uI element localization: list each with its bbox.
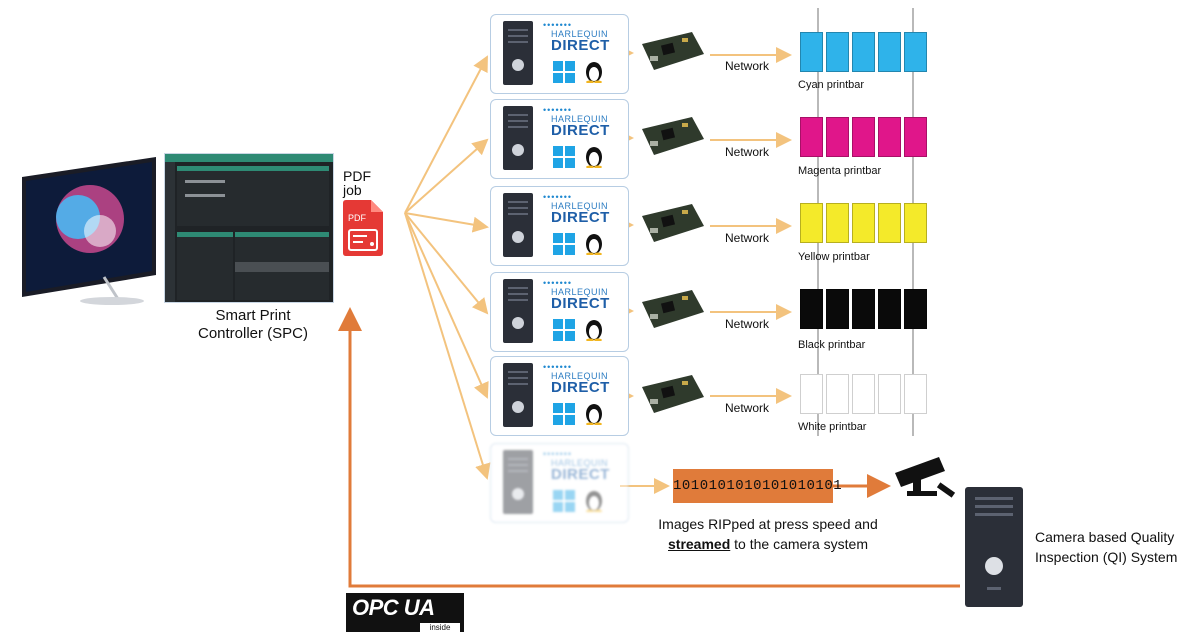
camera-icon	[893, 455, 959, 507]
windows-icon	[553, 490, 575, 512]
stream-label: Images RIPped at press speed and streame…	[618, 514, 918, 554]
network-label: Network	[725, 317, 769, 331]
pc-tower-icon	[503, 279, 533, 343]
harlequin-direct-box: ••••••• HARLEQUIN DIRECT	[490, 186, 629, 266]
printhead-segment	[826, 374, 849, 414]
printhead-segment	[904, 32, 927, 72]
opc-ua-logo: OPC UA inside	[346, 593, 464, 632]
printhead-segment	[852, 374, 875, 414]
controller-board-icon	[636, 30, 706, 72]
linux-tux-icon	[585, 59, 603, 83]
printhead-segment	[800, 117, 823, 157]
printhead-segment	[852, 289, 875, 329]
linux-tux-icon	[585, 231, 603, 255]
pc-tower-icon	[503, 193, 533, 257]
monitor-icon	[8, 157, 158, 307]
printhead-segment	[904, 374, 927, 414]
fanout-arrow-1	[405, 57, 487, 213]
fanout-arrow-6	[405, 213, 487, 478]
printhead-segment	[878, 203, 901, 243]
printhead-segment	[852, 203, 875, 243]
network-label: Network	[725, 401, 769, 415]
spc-screenshot	[164, 153, 334, 303]
linux-tux-icon	[585, 144, 603, 168]
printbar-label: Black printbar	[798, 339, 865, 351]
printbar-white	[800, 374, 928, 414]
printhead-segment	[878, 117, 901, 157]
printhead-segment	[904, 289, 927, 329]
harlequin-direct-box: ••••••• HARLEQUIN DIRECT	[490, 14, 629, 94]
printhead-segment	[904, 117, 927, 157]
windows-icon	[553, 61, 575, 83]
printhead-segment	[800, 289, 823, 329]
printbar-label: Yellow printbar	[798, 251, 870, 263]
pc-tower-icon	[503, 363, 533, 427]
linux-tux-icon	[585, 488, 603, 512]
fanout-arrow-3	[405, 213, 487, 227]
pdf-job-label: PDF job	[343, 169, 371, 197]
printhead-segment	[852, 32, 875, 72]
printbar-magenta	[800, 117, 928, 157]
network-label: Network	[725, 59, 769, 73]
printhead-segment	[826, 289, 849, 329]
network-label: Network	[725, 145, 769, 159]
printbar-label: Magenta printbar	[798, 165, 881, 177]
printhead-segment	[826, 203, 849, 243]
pdf-icon-text: PDF	[348, 213, 366, 223]
printhead-segment	[852, 117, 875, 157]
workstation-image	[8, 157, 158, 307]
windows-icon	[553, 319, 575, 341]
pc-tower-icon	[503, 21, 533, 85]
controller-board-icon	[636, 373, 706, 415]
pdf-file-icon: PDF	[343, 200, 383, 256]
printhead-segment	[800, 32, 823, 72]
controller-board-icon	[636, 115, 706, 157]
printbar-yellow	[800, 203, 928, 243]
linux-tux-icon	[585, 401, 603, 425]
controller-board-icon	[636, 202, 706, 244]
printbar-label: White printbar	[798, 421, 866, 433]
printhead-segment	[904, 203, 927, 243]
printhead-segment	[878, 374, 901, 414]
binary-stream: 1010101010101010101	[673, 469, 833, 503]
printhead-segment	[800, 203, 823, 243]
harlequin-direct-box-streaming: ••••••• HARLEQUIN DIRECT	[490, 443, 629, 523]
windows-icon	[553, 146, 575, 168]
fanout-arrow-4	[405, 213, 487, 313]
windows-icon	[553, 403, 575, 425]
printbar-black	[800, 289, 928, 329]
spc-label: Smart Print Controller (SPC)	[178, 307, 328, 343]
printbar-label: Cyan printbar	[798, 79, 864, 91]
qi-label: Camera based Quality Inspection (QI) Sys…	[1035, 527, 1177, 567]
fanout-arrow-5	[405, 213, 487, 397]
printhead-segment	[826, 32, 849, 72]
printhead-segment	[878, 289, 901, 329]
pc-tower-icon	[503, 450, 533, 514]
printhead-segment	[878, 32, 901, 72]
network-label: Network	[725, 231, 769, 245]
printbar-cyan	[800, 32, 928, 72]
harlequin-direct-box: ••••••• HARLEQUIN DIRECT	[490, 356, 629, 436]
stream-emphasis: streamed	[668, 536, 730, 552]
linux-tux-icon	[585, 317, 603, 341]
fanout-arrow-2	[405, 140, 487, 213]
printhead-segment	[800, 374, 823, 414]
windows-icon	[553, 233, 575, 255]
qi-tower-icon	[965, 487, 1023, 607]
harlequin-direct-box: ••••••• HARLEQUIN DIRECT	[490, 272, 629, 352]
controller-board-icon	[636, 288, 706, 330]
pc-tower-icon	[503, 106, 533, 170]
harlequin-direct-box: ••••••• HARLEQUIN DIRECT	[490, 99, 629, 179]
printhead-segment	[826, 117, 849, 157]
